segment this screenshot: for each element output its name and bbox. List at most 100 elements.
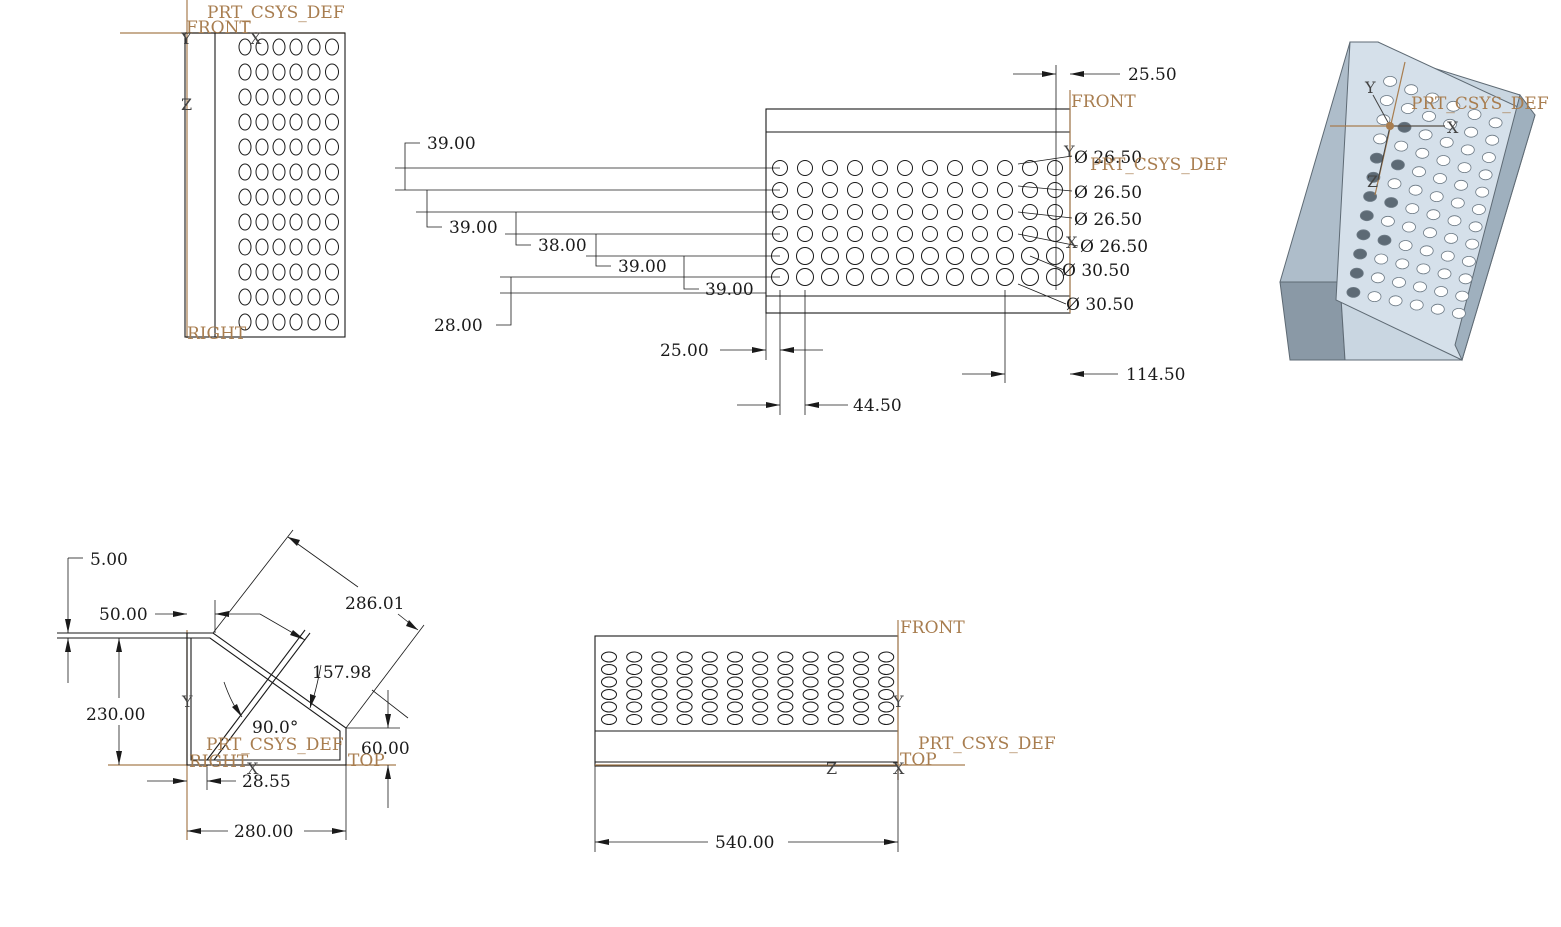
hole bbox=[1404, 84, 1419, 96]
hole bbox=[897, 226, 913, 242]
hole bbox=[626, 701, 643, 713]
hole bbox=[307, 88, 321, 106]
top-view-axis-z: Z bbox=[826, 759, 837, 778]
hole bbox=[701, 689, 718, 700]
left-view-front-label: FRONT bbox=[186, 18, 251, 38]
hole bbox=[796, 268, 814, 286]
hole bbox=[289, 38, 303, 56]
hole bbox=[797, 204, 813, 220]
hole bbox=[972, 204, 988, 220]
hole bbox=[802, 676, 819, 688]
hole bbox=[676, 689, 693, 700]
hole bbox=[847, 226, 863, 242]
hole bbox=[325, 238, 339, 256]
hole bbox=[972, 160, 988, 176]
hole bbox=[1408, 184, 1423, 196]
hole bbox=[1391, 159, 1405, 171]
hole bbox=[1488, 117, 1503, 129]
hole bbox=[325, 188, 339, 206]
hole bbox=[289, 63, 303, 81]
hole bbox=[1485, 134, 1500, 146]
front-dim-spacing-4: 39.00 bbox=[618, 257, 667, 277]
hole bbox=[947, 182, 963, 198]
hole bbox=[996, 247, 1014, 265]
hole bbox=[601, 651, 617, 663]
hole bbox=[853, 676, 869, 688]
hole bbox=[1383, 76, 1397, 87]
hole bbox=[272, 213, 286, 231]
hole bbox=[821, 247, 839, 265]
hole bbox=[827, 676, 844, 688]
hole bbox=[255, 88, 269, 106]
hole bbox=[971, 268, 989, 286]
hole bbox=[676, 664, 693, 675]
hole bbox=[325, 313, 339, 331]
hole bbox=[796, 247, 814, 265]
hole bbox=[802, 651, 819, 663]
hole bbox=[1022, 226, 1038, 242]
hole bbox=[289, 263, 303, 281]
hole bbox=[325, 288, 339, 306]
front-dim-spacing-5: 39.00 bbox=[705, 280, 754, 300]
hole bbox=[289, 238, 303, 256]
left-view-right-label: RIGHT bbox=[187, 324, 247, 344]
hole bbox=[946, 247, 964, 265]
front-dim-hole-5: Ø 30.50 bbox=[1062, 261, 1130, 281]
side-dim-inner: 28.55 bbox=[242, 772, 291, 792]
hole bbox=[238, 238, 252, 256]
side-dim-width: 280.00 bbox=[234, 822, 293, 842]
hole bbox=[1046, 268, 1064, 286]
left-view-outline bbox=[184, 32, 346, 338]
hole bbox=[272, 113, 286, 131]
front-dim-edge-bottom: 28.00 bbox=[434, 316, 483, 336]
hole bbox=[1047, 226, 1063, 242]
front-dim-hole-1: Ø 26.50 bbox=[1074, 148, 1142, 168]
hole bbox=[947, 204, 963, 220]
hole bbox=[1475, 186, 1490, 198]
hole bbox=[651, 676, 668, 688]
hole bbox=[727, 689, 743, 700]
iso-view-holes bbox=[1346, 76, 1503, 319]
hole bbox=[601, 689, 617, 700]
hole bbox=[238, 88, 252, 106]
hole bbox=[1371, 272, 1385, 284]
hole bbox=[872, 226, 888, 242]
hole bbox=[996, 268, 1014, 286]
hole bbox=[1373, 133, 1387, 145]
iso-end-face bbox=[1279, 281, 1346, 361]
iso-view-axis-y: Y bbox=[1364, 78, 1376, 97]
hole bbox=[289, 188, 303, 206]
hole bbox=[701, 676, 718, 688]
hole bbox=[238, 288, 252, 306]
hole bbox=[871, 247, 889, 265]
hole bbox=[1367, 291, 1382, 303]
hole bbox=[1447, 215, 1462, 227]
hole bbox=[878, 676, 895, 688]
hole bbox=[1022, 182, 1038, 198]
hole bbox=[752, 664, 769, 675]
hole bbox=[802, 714, 819, 725]
hole bbox=[1450, 197, 1465, 209]
side-view-axis-y: Y bbox=[181, 692, 193, 711]
hole bbox=[1452, 307, 1466, 319]
hole bbox=[651, 701, 668, 713]
hole bbox=[1443, 118, 1457, 130]
hole bbox=[1394, 140, 1409, 152]
hole bbox=[1439, 136, 1454, 148]
hole bbox=[971, 247, 989, 265]
hole bbox=[878, 714, 895, 725]
hole bbox=[1415, 147, 1430, 159]
hole bbox=[238, 163, 252, 181]
hole bbox=[325, 63, 339, 81]
hole bbox=[255, 313, 269, 331]
front-dim-edge-right: 25.50 bbox=[1128, 65, 1177, 85]
hole bbox=[238, 63, 252, 81]
hole bbox=[1467, 109, 1482, 120]
hole bbox=[289, 288, 303, 306]
hole bbox=[307, 238, 321, 256]
hole bbox=[272, 138, 286, 156]
hole bbox=[1395, 258, 1410, 270]
hole bbox=[626, 676, 643, 688]
front-dim-hole-6: Ø 30.50 bbox=[1066, 295, 1134, 315]
hole bbox=[822, 182, 838, 198]
